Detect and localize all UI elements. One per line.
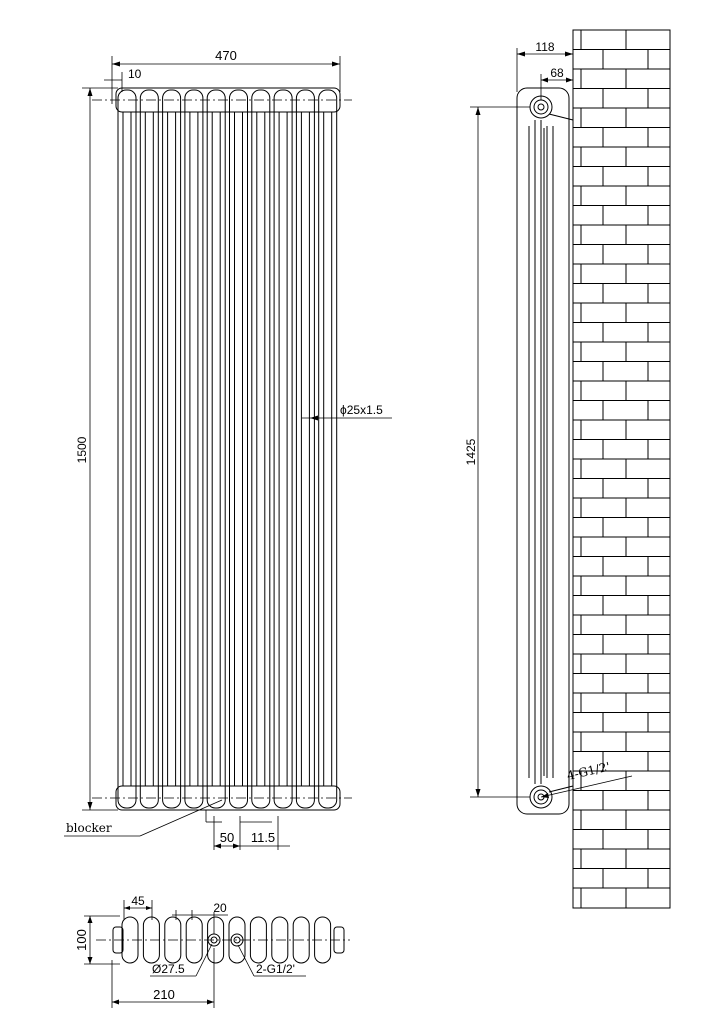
length-label: 210: [153, 987, 175, 1002]
pitch-label: 45: [131, 894, 145, 908]
side-view: 118 68 1425 4-G1/2': [464, 29, 671, 909]
radiator-column: [295, 89, 315, 809]
blocker-callout: blocker: [64, 799, 223, 837]
width-label: 470: [215, 48, 237, 63]
bottom-dimensions: 50 11.5: [205, 810, 290, 850]
centers-dimension: 1425: [464, 106, 530, 798]
plan-depth-dimension: 100: [74, 915, 120, 965]
small-dimension: 20: [172, 901, 228, 934]
radiator-column: [206, 89, 226, 809]
width-dimension: 470: [111, 48, 341, 104]
bottom-header: [92, 785, 352, 811]
spacing-label: 50: [220, 830, 234, 845]
wall-offset-label: 68: [550, 66, 564, 80]
radiator-side-body: [516, 87, 574, 815]
radiator-column: [139, 89, 159, 809]
plan-fin: [292, 916, 310, 964]
pipe-diameter-label: ϕ25x1.5: [340, 403, 383, 417]
gap-label: 11.5: [251, 830, 275, 845]
height-label: 1500: [75, 436, 89, 463]
radiator-columns: [117, 89, 338, 809]
radiator-column: [251, 89, 271, 809]
pipe-diameter-callout: ϕ25x1.5: [302, 403, 392, 421]
small-label: 20: [213, 901, 227, 915]
radiator-column: [162, 89, 182, 809]
radiator-column: [184, 89, 204, 809]
connection-callout: 4-G1/2': [540, 759, 633, 798]
brick-wall: [572, 29, 671, 909]
inlet-right: [230, 933, 244, 947]
plan-connection-label: 2-G1/2': [256, 962, 295, 976]
blocker-label: blocker: [66, 821, 112, 835]
radiator-column: [318, 89, 338, 809]
plan-connection-callout: 2-G1/2': [237, 944, 306, 977]
top-header: [92, 87, 352, 113]
pitch-dimension: 45: [123, 894, 153, 920]
depth-label: 118: [535, 40, 554, 54]
radiator-column: [229, 89, 248, 809]
wall-offset-dimension: 68: [540, 66, 573, 100]
front-view: 470 10 1500 ϕ25x1.5 blocker: [64, 48, 392, 850]
radiator-column: [273, 89, 293, 809]
length-dimension: 210: [111, 948, 215, 1008]
offset-label: 10: [128, 67, 142, 81]
offset-dimension: 10: [104, 67, 142, 92]
diameter-callout: Ø27.5: [150, 943, 213, 977]
depth-dimension: 118: [516, 40, 573, 92]
diameter-label: Ø27.5: [152, 962, 185, 976]
plan-depth-label: 100: [74, 929, 89, 951]
connection-label: 4-G1/2': [566, 759, 612, 783]
bottom-view: 45 20 100 Ø27.5 2-G1/2': [74, 894, 350, 1008]
centers-label: 1425: [464, 438, 478, 465]
height-dimension: 1500: [75, 87, 118, 811]
radiator-column: [117, 89, 137, 809]
